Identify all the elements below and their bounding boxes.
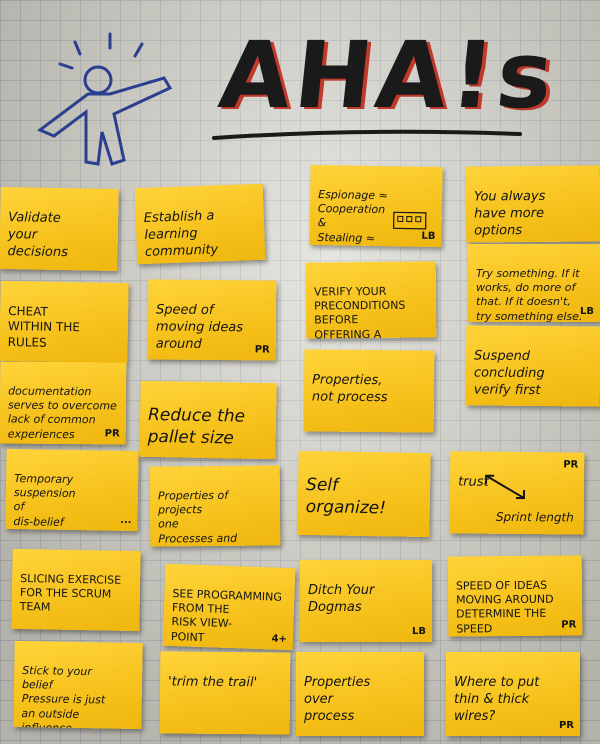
sticky-note: CHEAT WITHIN THE RULES bbox=[0, 280, 129, 364]
page-title: AHA!s bbox=[214, 22, 562, 129]
note-signature: ... bbox=[119, 514, 132, 527]
note-text: SEE PROGRAMMING FROM THE RISK VIEW- POIN… bbox=[170, 586, 283, 644]
sticky-note: Ditch Your Dogmas LB bbox=[300, 560, 432, 642]
sticky-note: Suspend concluding verify first bbox=[465, 325, 600, 407]
note-text: Suspend concluding verify first bbox=[473, 348, 545, 398]
note-text: CHEAT WITHIN THE RULES bbox=[7, 303, 81, 350]
note-signature: PR bbox=[563, 459, 579, 471]
sticky-note: Speed of moving ideas around PR bbox=[147, 279, 277, 361]
sticky-note: SLICING EXERCISE FOR THE SCRUM TEAM bbox=[11, 548, 141, 632]
note-text: Try something. If it works, do more of t… bbox=[476, 266, 583, 322]
sticky-note: Try something. If it works, do more of t… bbox=[468, 244, 600, 322]
note-text: Stick to your belief Pressure is just an… bbox=[21, 663, 106, 730]
sticky-note: Temporary suspension of dis-belief ... bbox=[5, 448, 139, 532]
note-text: Self organize! bbox=[305, 474, 387, 519]
note-text: Validate your decisions bbox=[7, 210, 69, 260]
stick-figure-icon bbox=[37, 32, 173, 166]
sticky-note: VERIFY YOUR PRECONDITIONS BEFORE OFFERIN… bbox=[305, 261, 437, 339]
note-text: Properties over process bbox=[304, 674, 371, 724]
note-signature: LB bbox=[580, 306, 594, 317]
sticky-note: Where to put thin & thick wires? PR bbox=[446, 652, 580, 736]
note-text: Reduce the pallet size bbox=[147, 404, 246, 449]
sticky-note: Self organize! bbox=[297, 450, 431, 538]
note-text: SPEED OF IDEAS MOVING AROUND DETERMINE T… bbox=[455, 578, 554, 637]
sticky-note: documentation serves to overcome lack of… bbox=[0, 361, 127, 445]
sticky-note: Properties over process bbox=[296, 652, 424, 736]
note-text: Properties, not process bbox=[311, 372, 388, 405]
note-text: Establish a learning community bbox=[143, 208, 219, 260]
sticky-note: trust Sprint length PR bbox=[449, 451, 585, 535]
sticky-note: Validate your decisions bbox=[0, 186, 119, 272]
sticky-note: SEE PROGRAMMING FROM THE RISK VIEW- POIN… bbox=[162, 563, 296, 651]
sticky-note: Properties, not process bbox=[303, 349, 435, 433]
sticky-note: You always have more options bbox=[465, 165, 600, 243]
sticky-note: Espionage ≈ Cooperation & Stealing ≈ Sha… bbox=[309, 164, 443, 248]
note-text: documentation serves to overcome lack of… bbox=[7, 384, 117, 441]
note-text: Ditch Your Dogmas bbox=[308, 582, 375, 615]
note-text: Where to put thin & thick wires? bbox=[454, 674, 540, 724]
double-arrow-icon bbox=[485, 474, 526, 500]
note-text: Speed of moving ideas around bbox=[155, 302, 244, 352]
note-text: SLICING EXERCISE FOR THE SCRUM TEAM bbox=[19, 571, 122, 615]
sticky-note: Properties of projects one Processes and… bbox=[149, 465, 281, 547]
note-signature: LB bbox=[412, 626, 426, 637]
title-underline bbox=[212, 129, 522, 140]
note-signature: 4+ bbox=[271, 633, 288, 646]
note-signature: PR bbox=[104, 428, 120, 440]
note-subtext: Sprint length bbox=[495, 510, 574, 525]
note-signature: LB bbox=[421, 230, 436, 243]
sticky-note: SPEED OF IDEAS MOVING AROUND DETERMINE T… bbox=[447, 555, 583, 637]
sticky-note: 'trim the trail' bbox=[159, 651, 291, 735]
note-text: Temporary suspension of dis-belief bbox=[13, 471, 76, 529]
note-text: You always have more options bbox=[473, 188, 546, 239]
building-sketch-icon bbox=[393, 211, 427, 230]
note-text: VERIFY YOUR PRECONDITIONS BEFORE OFFERIN… bbox=[313, 284, 406, 339]
header: AHA!s bbox=[0, 0, 600, 170]
note-text: Properties of projects one Processes and… bbox=[157, 488, 238, 547]
note-signature: PR bbox=[254, 344, 270, 356]
note-signature: PR bbox=[561, 619, 577, 631]
sticky-note: Reduce the pallet size bbox=[139, 380, 277, 460]
note-signature: PR bbox=[558, 720, 574, 731]
sticky-note: Stick to your belief Pressure is just an… bbox=[13, 640, 143, 730]
sticky-note: Establish a learning community bbox=[134, 183, 266, 265]
note-text: 'trim the trail' bbox=[168, 674, 258, 691]
